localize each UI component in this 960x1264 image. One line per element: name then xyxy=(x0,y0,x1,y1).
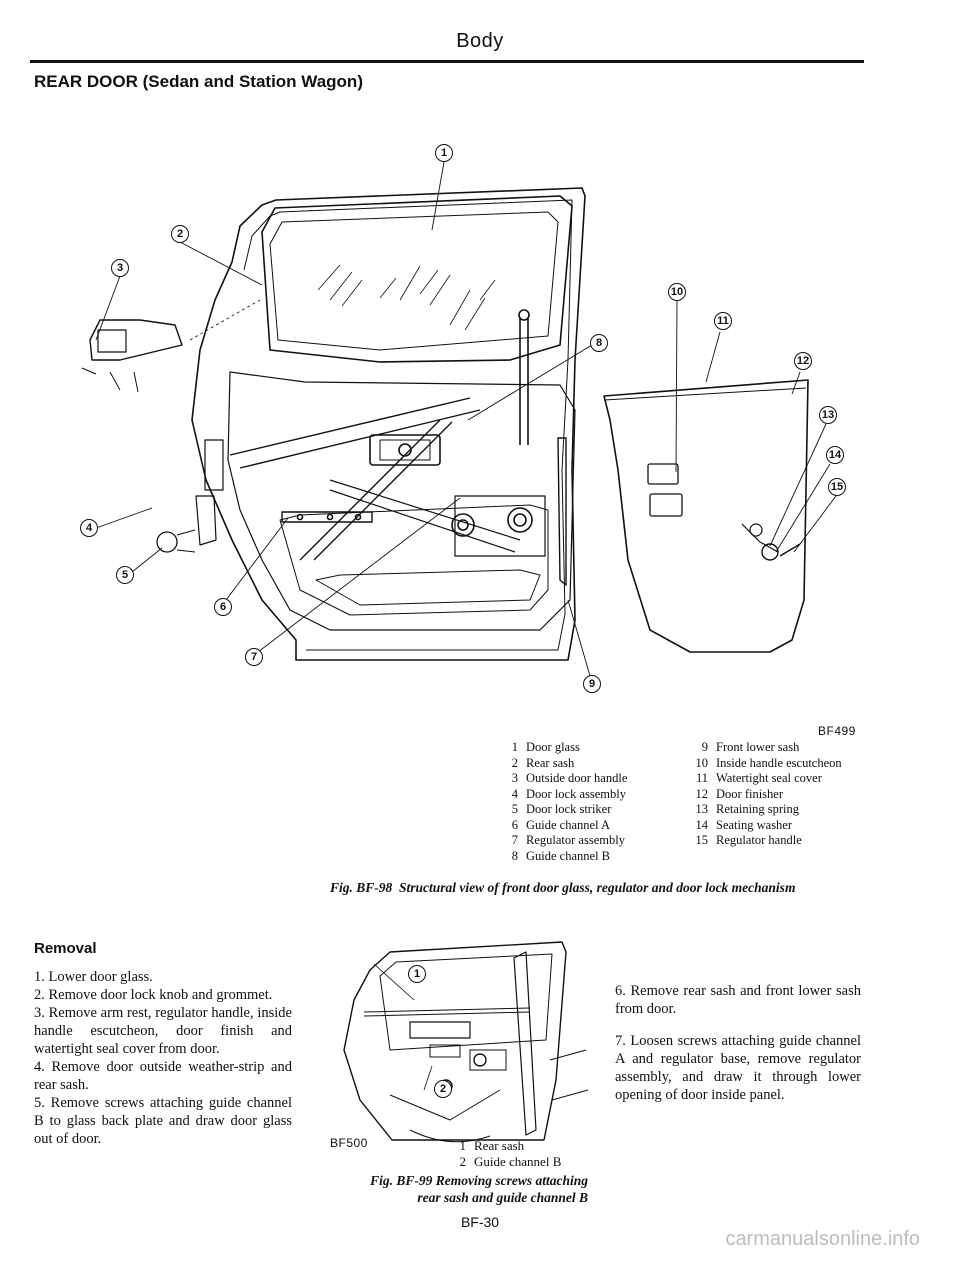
right-steps: 6. Remove rear sash and front lower sash… xyxy=(615,982,861,1104)
door-inner-panel xyxy=(227,371,576,631)
guide-channel-b xyxy=(519,318,529,445)
figure1-caption-text: Structural view of front door glass, reg… xyxy=(399,880,796,895)
guide-channel-a xyxy=(281,511,373,523)
removal-step: 5. Remove screws attaching guide channel… xyxy=(34,1095,292,1147)
figure2-callout-1: 1 xyxy=(408,965,426,983)
figure2-callout-2: 2 xyxy=(434,1080,452,1098)
figure1-code: BF499 xyxy=(818,724,856,738)
callout-8: 8 xyxy=(590,334,608,352)
callout-1: 1 xyxy=(435,144,453,162)
callout-15: 15 xyxy=(828,478,846,496)
callout-11: 11 xyxy=(714,312,732,330)
removal-heading: Removal xyxy=(34,940,97,957)
door-glass xyxy=(261,195,573,363)
removal-step: 1. Lower door glass. xyxy=(34,969,153,985)
callout-7: 7 xyxy=(245,648,263,666)
page-number: BF-30 xyxy=(460,1214,500,1230)
header-rule xyxy=(30,60,864,63)
callout-5: 5 xyxy=(116,566,134,584)
removal-step: 2. Remove door lock knob and grommet. xyxy=(34,987,273,1003)
page-header-title: Body xyxy=(456,30,504,52)
door-exploded-diagram xyxy=(81,161,837,677)
outside-door-handle xyxy=(89,319,183,361)
callout-2: 2 xyxy=(171,225,189,243)
callout-9: 9 xyxy=(583,675,601,693)
callout-3: 3 xyxy=(111,259,129,277)
figure2-caption: Fig. BF-99 Removing screws attaching rea… xyxy=(326,1172,588,1206)
callout-10: 10 xyxy=(668,283,686,301)
removal-steps: 1. Lower door glass. 2. Remove door lock… xyxy=(34,968,292,1148)
figure2-caption-line1: Fig. BF-99 Removing screws attaching xyxy=(370,1173,588,1188)
figure1-caption: Fig. BF-98 Structural view of front door… xyxy=(330,880,795,896)
front-lower-sash xyxy=(557,437,567,586)
callout-12: 12 xyxy=(794,352,812,370)
figure1-caption-label: Fig. BF-98 xyxy=(330,880,393,895)
section-heading: REAR DOOR (Sedan and Station Wagon) xyxy=(34,72,363,91)
door-outer-frame xyxy=(191,187,586,661)
door-finisher xyxy=(603,379,809,653)
callout-4: 4 xyxy=(80,519,98,537)
rear-sash-removal-diagram xyxy=(343,941,589,1143)
removal-step: 6. Remove rear sash and front lower sash… xyxy=(615,983,861,1017)
regulator-box xyxy=(369,434,441,466)
callout-13: 13 xyxy=(819,406,837,424)
removal-step: 3. Remove arm rest, regulator handle, in… xyxy=(34,1005,292,1057)
figure2-caption-line2: rear sash and guide channel B xyxy=(417,1190,588,1205)
watermark: carmanualsonline.info xyxy=(725,1228,920,1250)
figure2-code: BF500 xyxy=(330,1136,368,1150)
removal-step: 7. Loosen screws attaching guide channel… xyxy=(615,1033,861,1103)
removal-step: 4. Remove door outside weather-strip and… xyxy=(34,1059,292,1093)
callout-14: 14 xyxy=(826,446,844,464)
callout-6: 6 xyxy=(214,598,232,616)
